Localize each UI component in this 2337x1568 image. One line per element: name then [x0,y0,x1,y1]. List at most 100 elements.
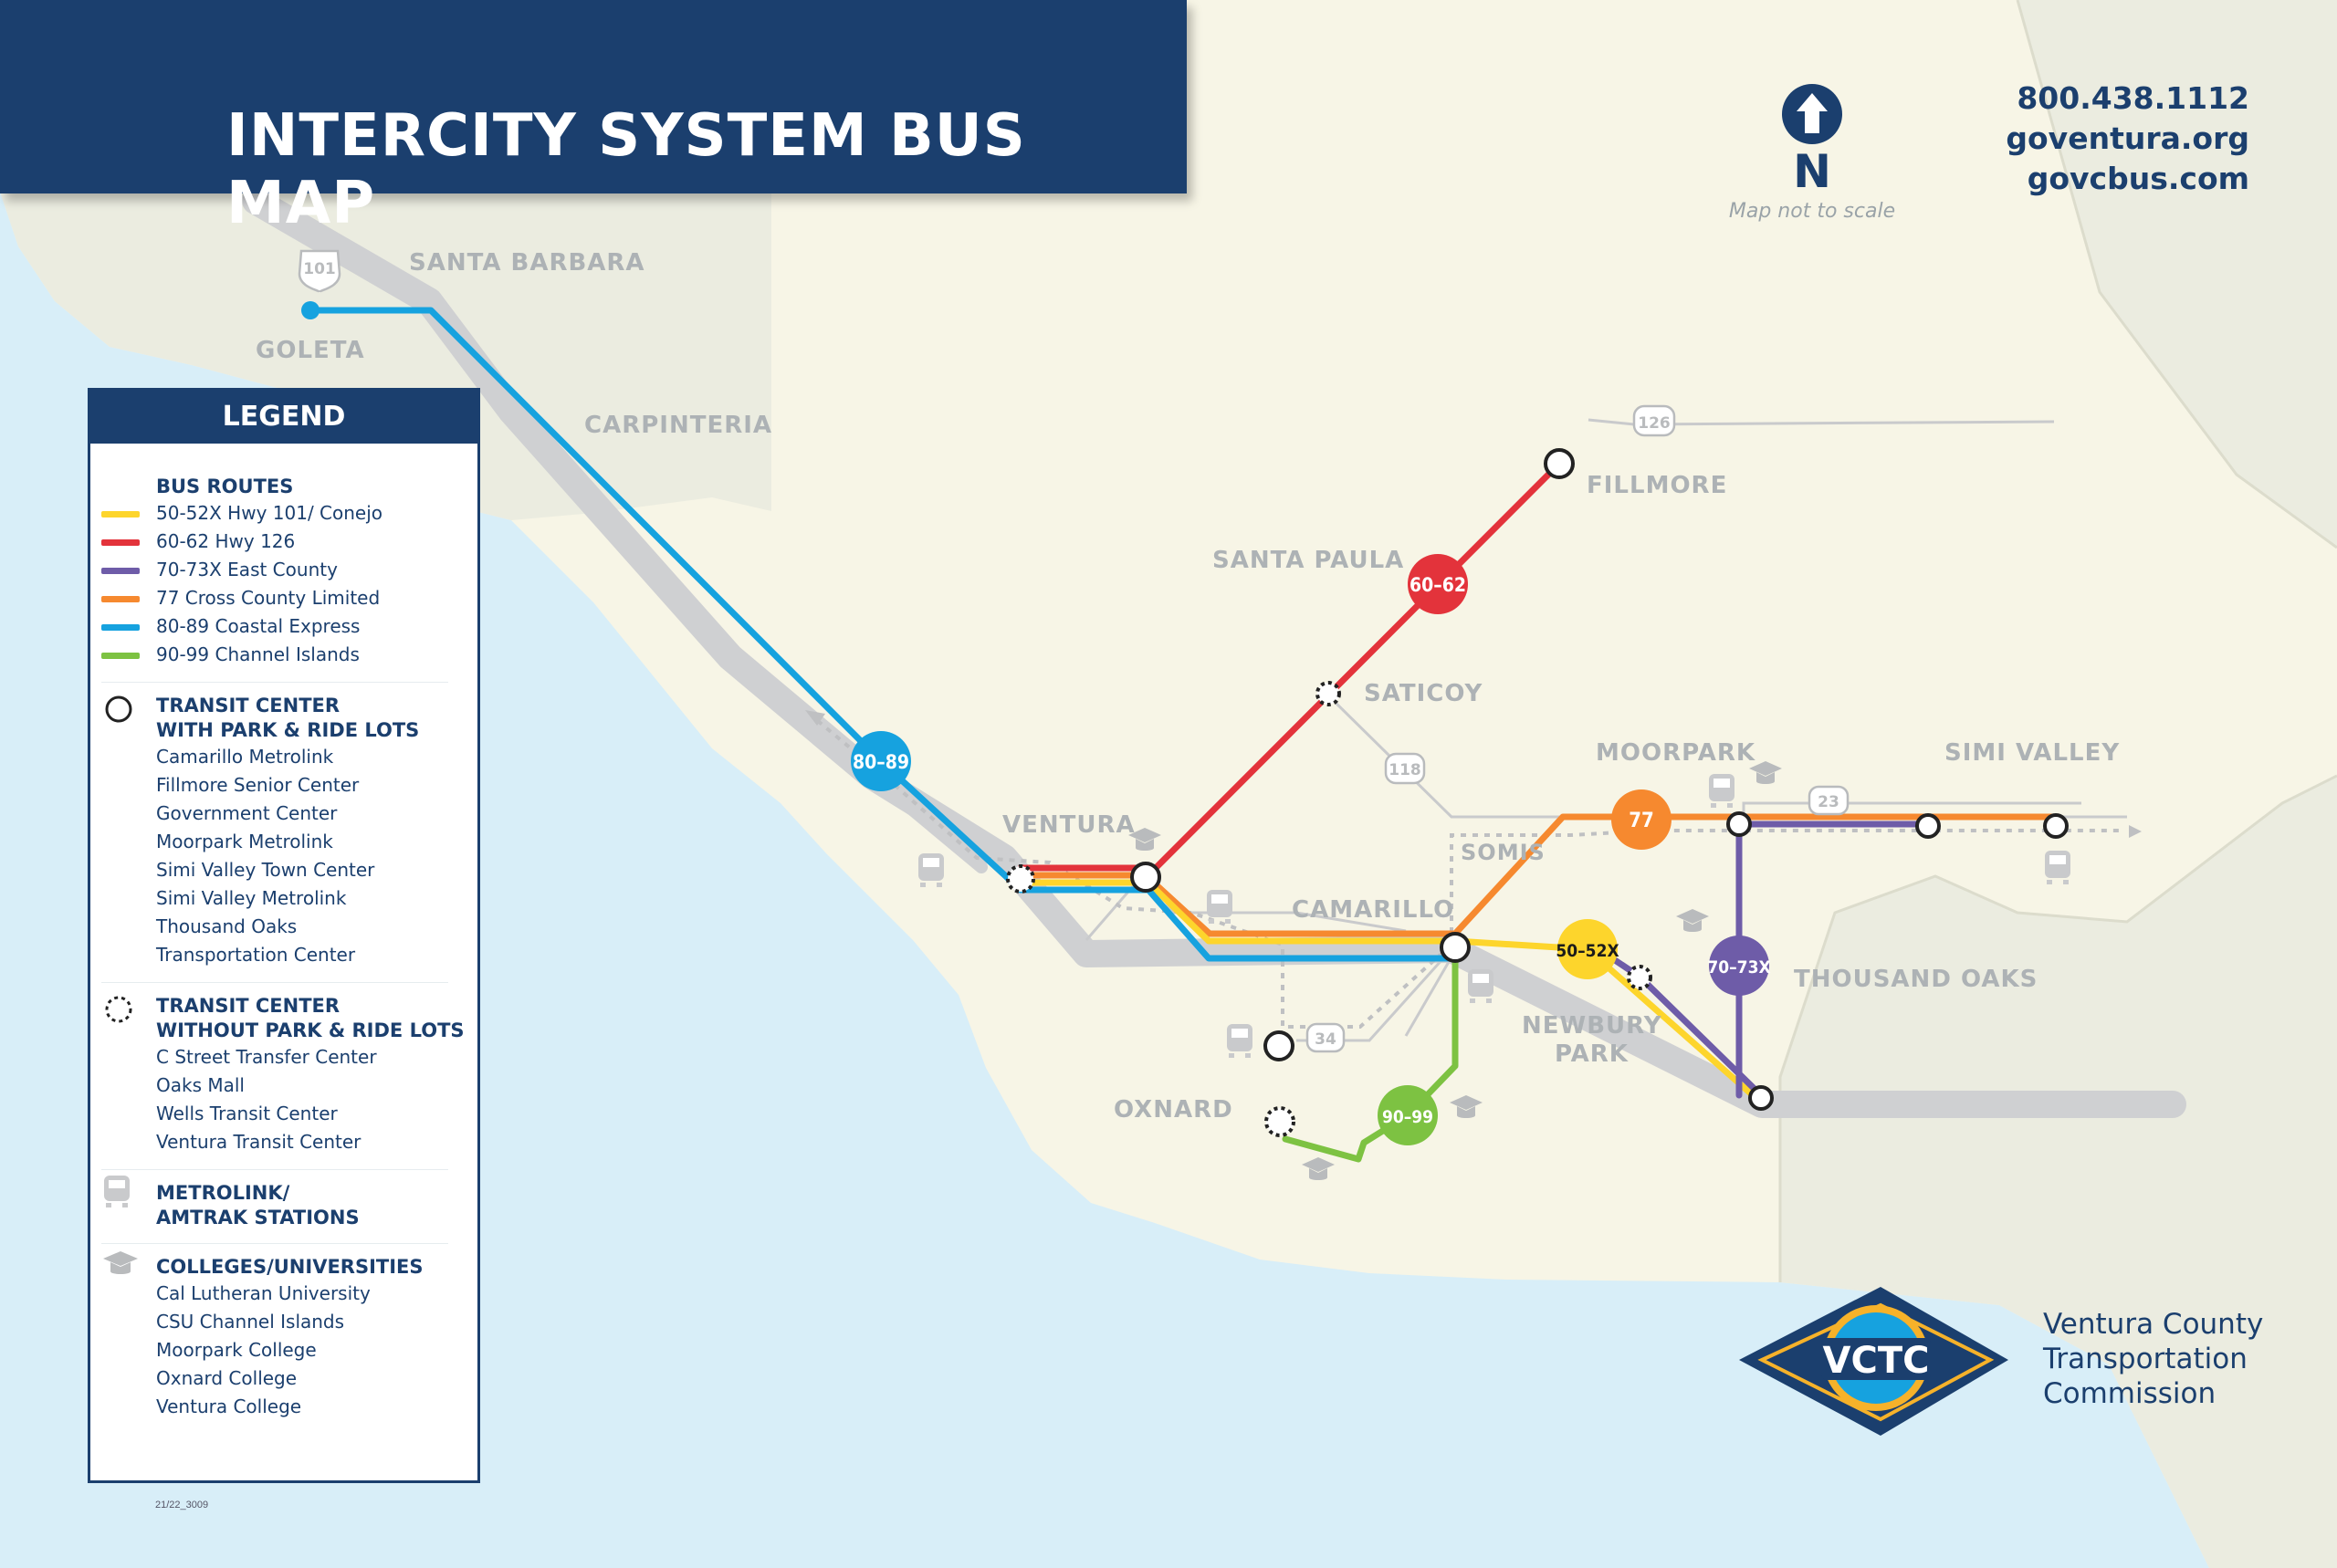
stop-goleta[interactable] [301,301,320,319]
north-letter: N [1793,145,1831,198]
badge-60-62[interactable]: 60–62 [1408,554,1468,614]
stops-without-park-ride [1006,681,1652,1137]
legend-route-item: 70-73X East County [101,556,477,584]
shield-23: 23 [1808,785,1850,816]
badge-70-73x[interactable]: 70–73X [1707,936,1771,996]
graduation-cap-icon [1128,828,1161,851]
stop-saticoy[interactable] [1315,681,1341,706]
shield-23-text: 23 [1818,793,1839,811]
legend-tc-park-heading: TRANSIT CENTER [156,695,341,716]
vctc-logo-text: VCTC [1823,1340,1930,1382]
legend-list-item: Moorpark College [156,1339,317,1361]
legend-tc-nopark-heading: TRANSIT CENTER [156,995,341,1017]
county-line [1778,0,2337,1282]
badge-77[interactable]: 77 [1611,789,1672,850]
badge-77-text: 77 [1629,810,1654,832]
legend-list-item: Oaks Mall [156,1074,245,1096]
badge-50-52x-text: 50–52X [1556,941,1619,961]
graduation-cap-icon [1676,909,1709,932]
contact-info: 800.438.1112 goventura.org govcbus.com [2006,78,2249,199]
badge-50-52x[interactable]: 50–52X [1556,919,1619,979]
stops-with-park-ride [1130,448,2069,1111]
north-arrow-icon [1782,84,1842,144]
contact-website-govcbus[interactable]: govcbus.com [2027,161,2249,196]
label-camarillo: CAMARILLO [1292,896,1454,924]
stop-fillmore-senior-center[interactable] [1544,448,1575,479]
route-line-60-62 [1017,460,1563,882]
train-icon [104,1176,130,1207]
route-badges: 80–89 60–62 77 50–52X 70–73X 90–99 [851,554,1771,1145]
legend-list-item: Oxnard College [156,1367,298,1389]
metrolink-icons [918,774,2070,1058]
stop-thousand-oaks-transportation-center[interactable] [1748,1085,1774,1111]
stop-moorpark-metrolink[interactable] [1726,811,1752,837]
legend-list-item: Government Center [156,802,338,824]
route-color-swatch [101,511,140,517]
label-saticoy: SATICOY [1364,680,1483,707]
stop-simi-valley-town-center[interactable] [1915,813,1941,839]
badge-70-73x-text: 70–73X [1707,957,1770,977]
label-simi-valley: SIMI VALLEY [1944,739,2120,767]
label-goleta: GOLETA [256,337,365,364]
legend-list-item: Camarillo Metrolink [156,746,334,768]
label-oxnard: OXNARD [1114,1096,1233,1124]
stop-c-street-transfer-center[interactable] [1264,1106,1295,1137]
label-thousand-oaks: THOUSAND OAKS [1794,966,2038,993]
footnote-code: 21/22_3009 [155,1500,209,1511]
agency-name-line-2: Transportation [2043,1343,2248,1375]
shield-126-text: 126 [1638,414,1671,433]
route-line-50-52x [1017,879,1765,1106]
shield-34-text: 34 [1315,1030,1336,1049]
title-banner: INTERCITY SYSTEM BUS MAP [0,0,1187,237]
stop-camarillo-metrolink[interactable] [1440,932,1471,963]
legend-panel: LEGEND BUS ROUTES 50-52X Hwy 101/ Conejo… [88,388,480,1483]
label-fillmore: FILLMORE [1587,472,1727,499]
stop-oxnard-stop[interactable] [1263,1030,1294,1061]
legend-tc-nopark-heading-2: WITHOUT PARK & RIDE LOTS [156,1019,465,1041]
legend-route-label: 90-99 Channel Islands [156,643,360,665]
legend-metrolink-heading-2: AMTRAK STATIONS [156,1207,360,1228]
legend-list-item: Simi Valley Metrolink [156,887,347,909]
badge-90-99[interactable]: 90–99 [1378,1085,1438,1145]
label-ventura: VENTURA [1002,811,1136,839]
legend-list-item: Cal Lutheran University [156,1282,371,1304]
stop-simi-valley-metrolink[interactable] [2043,813,2069,839]
land-la-county [1780,0,2337,1568]
page-title: INTERCITY SYSTEM BUS MAP [226,102,1026,237]
legend-list-item: Simi Valley Town Center [156,859,375,881]
route-color-swatch [101,624,140,631]
legend-route-item: 80-89 Coastal Express [101,612,477,641]
agency-name: Ventura County Transportation Commission [2043,1307,2263,1411]
badge-80-89[interactable]: 80–89 [851,731,911,791]
legend-route-item: 60-62 Hwy 126 [101,528,477,556]
train-icon [1709,774,1734,808]
train-icon [1207,890,1232,924]
transit-center-no-park-ride-icon [105,996,132,1023]
legend-route-item: 90-99 Channel Islands [101,641,477,669]
legend-list-item: C Street Transfer Center [156,1046,377,1068]
train-icon [1468,969,1493,1003]
label-moorpark: MOORPARK [1596,739,1755,767]
rail-lines [811,715,2122,1029]
train-icon [2045,851,2070,884]
stop-ventura-transit-center[interactable] [1006,864,1035,894]
shield-101: 101 [298,249,341,294]
legend-route-label: 80-89 Coastal Express [156,615,361,637]
stop-oaks-mall[interactable] [1627,965,1652,990]
legend-route-item: 50-52X Hwy 101/ Conejo [101,499,477,528]
legend-list-item: CSU Channel Islands [156,1311,345,1333]
transit-center-park-ride-icon [105,695,132,723]
place-labels: SANTA BARBARA GOLETA CARPINTERIA FILLMOR… [256,249,2120,1124]
rail-arrow-west [805,710,825,726]
stop-government-center[interactable] [1130,862,1161,893]
contact-website-goventura[interactable]: goventura.org [2006,120,2249,156]
train-icon [918,853,944,887]
contact-phone[interactable]: 800.438.1112 [2017,80,2249,116]
shield-34: 34 [1305,1022,1346,1053]
legend-list-item: Moorpark Metrolink [156,831,333,852]
legend-list-item: Thousand Oaks [156,915,298,937]
